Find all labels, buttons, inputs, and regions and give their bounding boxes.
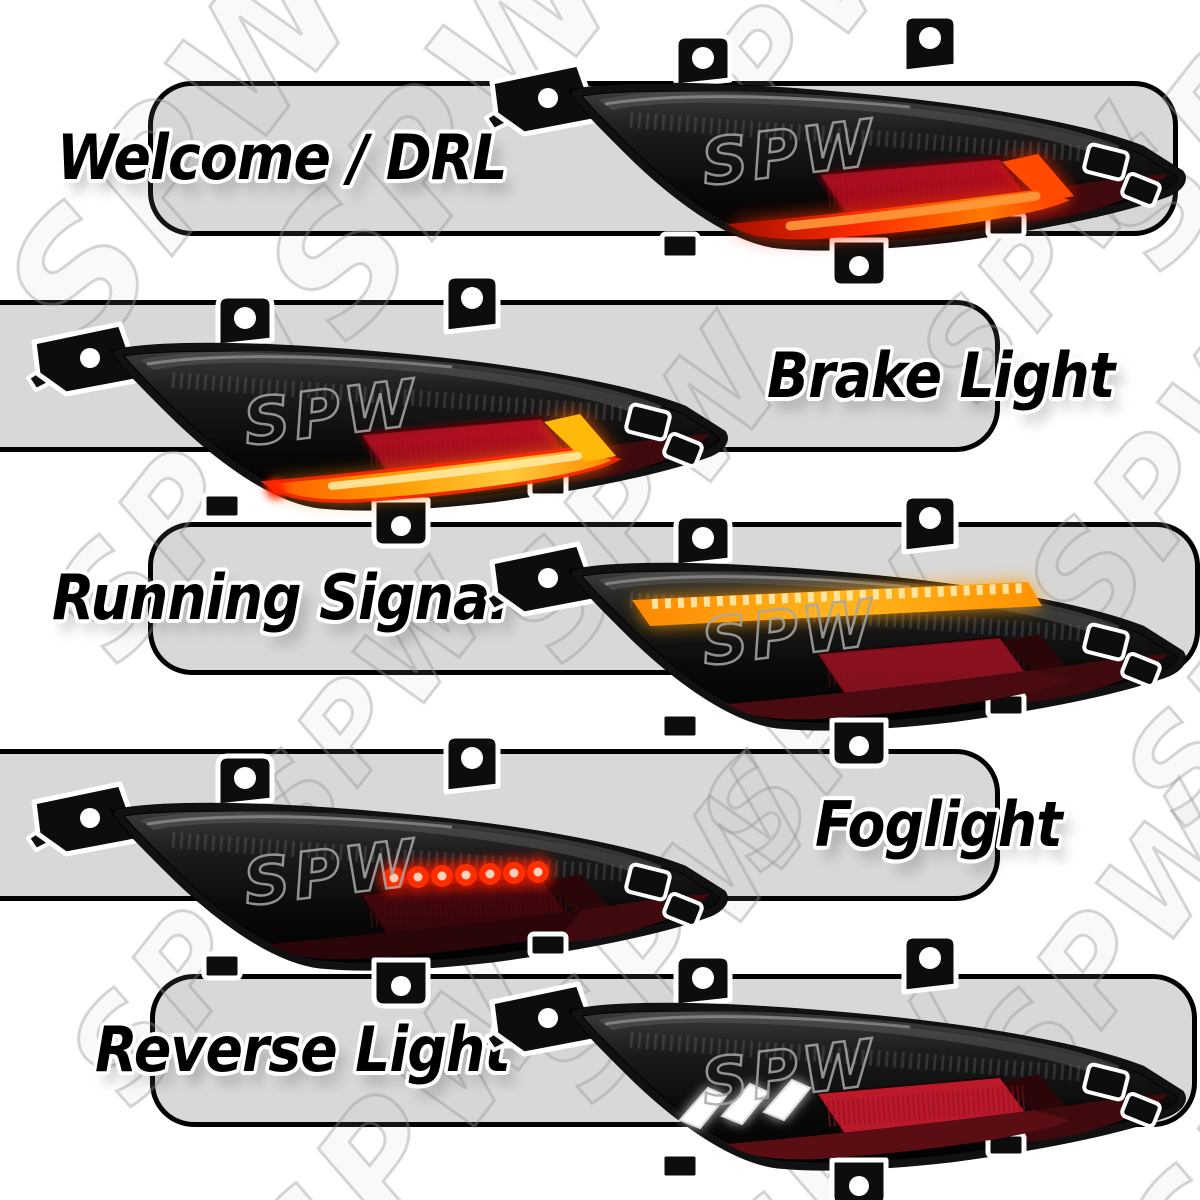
lamp-photo-reverse-light: SPW <box>480 928 1190 1200</box>
label-running-signal: Running Signal <box>52 561 508 634</box>
lamp-photo-running-signal: SPW <box>480 488 1190 762</box>
drl-lit-elements <box>728 154 1074 240</box>
fog-lit-elements <box>360 857 574 938</box>
lamp-photo-foglight: SPW <box>22 728 732 1002</box>
lamp-photo-brake-light: SPW <box>22 268 732 542</box>
label-welcome-drl: Welcome / DRL <box>57 121 508 194</box>
running-lit-elements <box>632 582 1070 720</box>
brake-lit-elements <box>266 414 616 499</box>
label-brake-light: Brake Light <box>767 339 1115 412</box>
label-reverse-light: Reverse Light <box>95 1013 511 1086</box>
label-foglight: Foglight <box>815 788 1063 861</box>
lamp-photo-welcome-drl: SPW <box>480 8 1190 282</box>
